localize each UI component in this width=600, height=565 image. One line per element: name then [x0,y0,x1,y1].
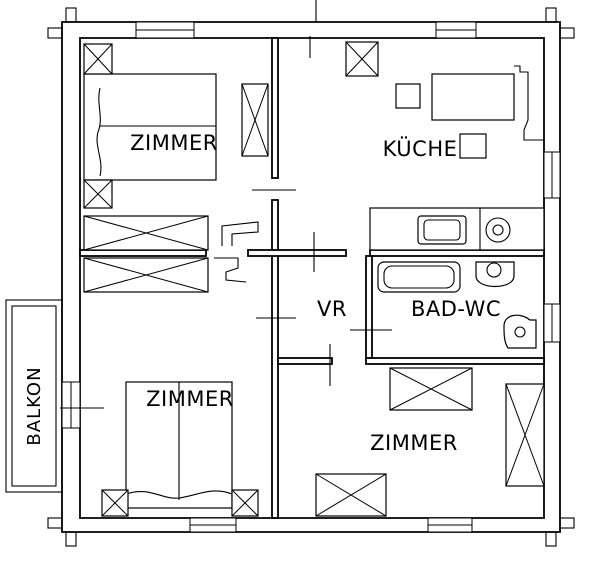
windows [61,21,561,533]
room-label-bad-wc: BAD-WC [411,297,501,321]
furniture-kueche [345,41,545,251]
interior-walls [79,37,545,519]
furniture-zimmer-bottom-left [83,257,259,517]
balcony [5,299,63,493]
room-label-zimmer-bottom-left: ZIMMER [146,387,234,411]
door-ticks [60,36,392,409]
room-label-kueche: KÜCHE [383,136,458,161]
room-label-zimmer-bottom-right: ZIMMER [370,431,458,455]
room-label-vr: VR [317,297,347,321]
room-label-zimmer-top-left: ZIMMER [130,131,218,155]
furniture-zimmer-top-left [83,43,269,251]
furniture-bad-wc [377,261,537,349]
room-label-balkon: BALKON [24,366,45,445]
furniture-zimmer-bottom-right [315,367,545,517]
